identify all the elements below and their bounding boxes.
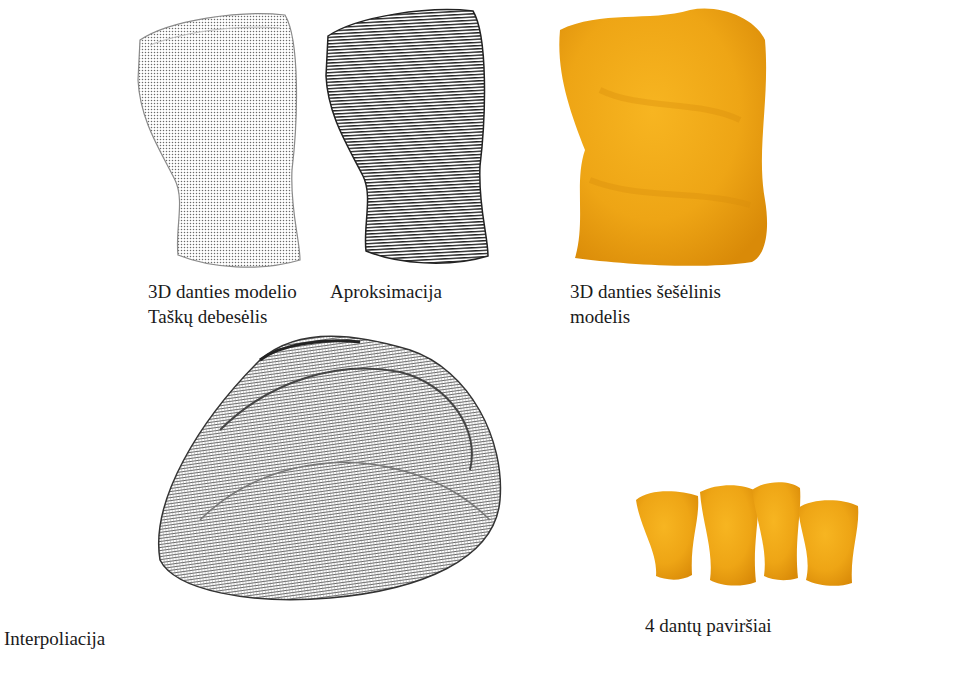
figure-caption: Interpoliacija	[4, 626, 204, 651]
shaded-model	[559, 9, 767, 266]
four-teeth	[636, 482, 858, 586]
figure-caption: Aproksimacija	[330, 279, 530, 304]
approximation-model	[326, 10, 488, 263]
interpolation-mesh	[159, 336, 501, 599]
figure-caption: 3D danties modelio Taškų debesėlis	[148, 279, 313, 329]
figure-caption: 4 dantų paviršiai	[645, 613, 885, 638]
point-cloud	[138, 14, 300, 267]
figure-caption: 3D danties šešėlinis modelis	[570, 279, 750, 329]
